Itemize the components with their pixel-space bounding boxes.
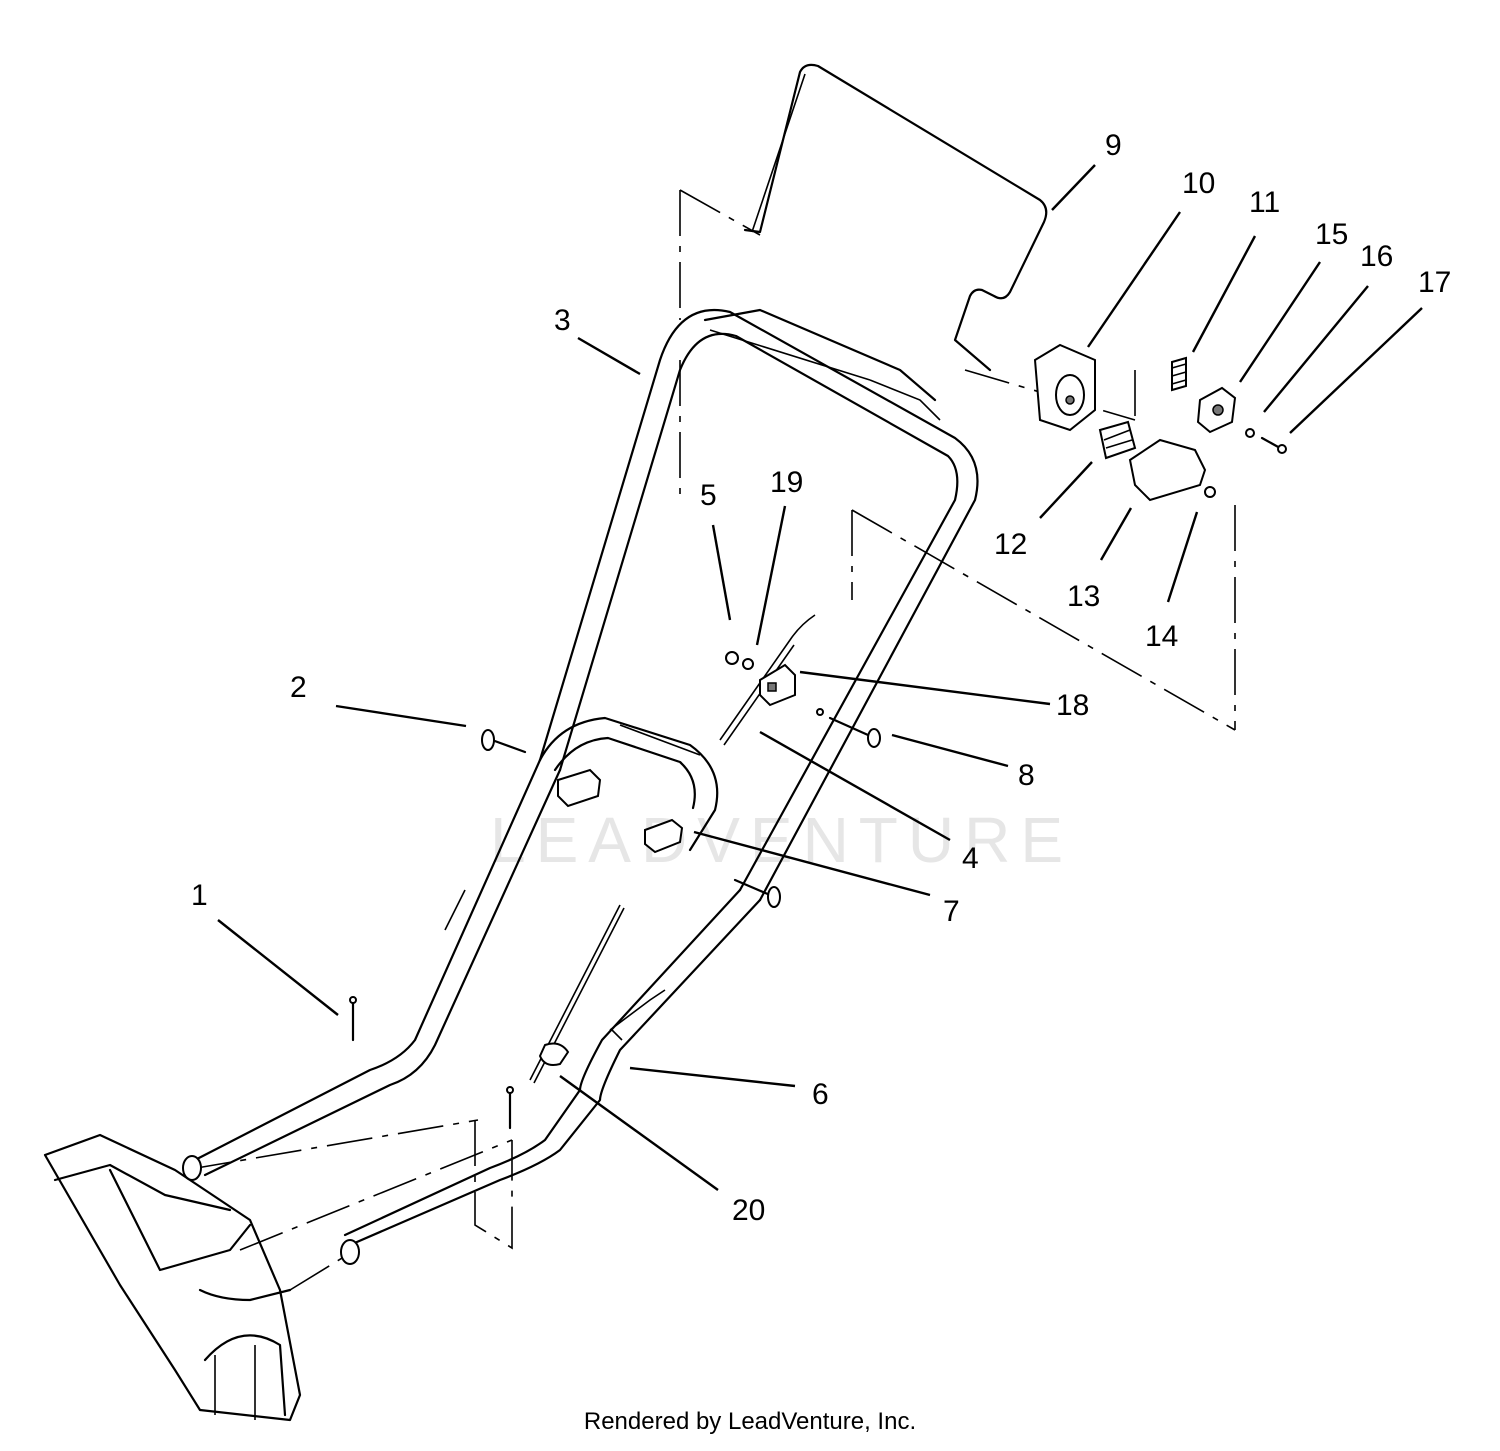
handle-knob-upper [557, 768, 602, 808]
bail-handle [743, 63, 1048, 372]
bolt-2 [490, 738, 527, 754]
lower-handle [193, 758, 542, 1162]
handle-knob-lower [644, 818, 684, 854]
lever-13 [1128, 438, 1207, 502]
callout-13: 13 [1067, 580, 1100, 613]
callout-5: 5 [700, 479, 717, 512]
callout-4: 4 [962, 842, 979, 875]
callout-9: 9 [1105, 129, 1122, 162]
callout-3: 3 [554, 304, 571, 337]
bolt-lower [733, 878, 772, 897]
callout-7: 7 [943, 895, 960, 928]
tube-end-left [182, 1155, 202, 1181]
carriage-bolt-8 [828, 716, 870, 737]
callout-labels: 1 2 3 4 5 6 7 8 9 10 11 12 13 14 15 16 1… [191, 129, 1451, 1227]
mower-housing [43, 1133, 302, 1422]
callout-12: 12 [994, 528, 1027, 561]
callout-1: 1 [191, 879, 208, 912]
callout-16: 16 [1360, 240, 1393, 273]
handle-crossbar [538, 716, 719, 852]
callout-19: 19 [770, 466, 803, 499]
leader-lines [217, 164, 1423, 1191]
screw-17 [1260, 436, 1282, 450]
callout-15: 15 [1315, 218, 1348, 251]
washer-16 [1245, 428, 1255, 438]
footer-credit: Rendered by LeadVenture, Inc. [583, 1408, 917, 1435]
callout-11: 11 [1249, 186, 1280, 219]
tube-end-right [340, 1239, 360, 1265]
fastener-cluster [1033, 343, 1287, 502]
washer-19 [742, 658, 754, 670]
washer-14 [1204, 486, 1216, 498]
callout-14: 14 [1145, 620, 1178, 653]
cable-switch [759, 663, 796, 707]
watermark-text: LEADVENTURE [490, 804, 1073, 876]
upper-handle [538, 308, 979, 902]
callout-6: 6 [812, 1078, 829, 1111]
callout-8: 8 [1018, 759, 1035, 792]
callout-20: 20 [732, 1194, 765, 1227]
callout-17: 17 [1418, 266, 1451, 299]
control-cable [719, 614, 816, 741]
callout-18: 18 [1056, 689, 1089, 722]
washer-5 [725, 651, 739, 665]
cable-tie [538, 1042, 570, 1066]
callout-10: 10 [1182, 167, 1215, 200]
callout-2: 2 [290, 671, 307, 704]
